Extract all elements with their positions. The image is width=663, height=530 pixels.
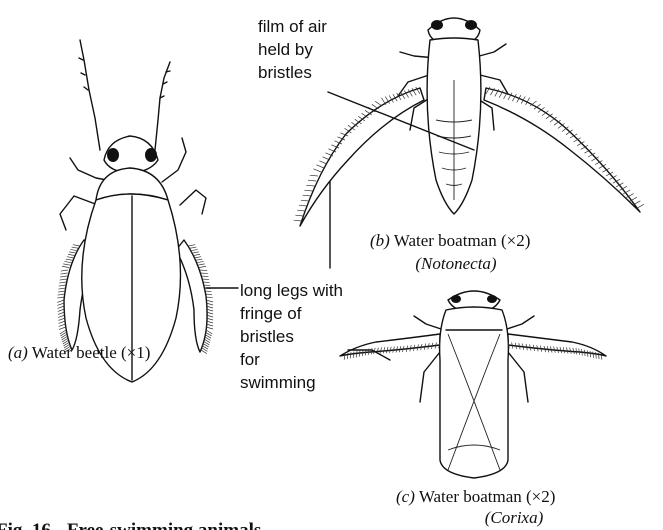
- air-film-annotation: film of air held by bristles: [258, 17, 327, 82]
- water-beetle-drawing: [60, 40, 207, 382]
- legs-line-4: for: [240, 350, 260, 369]
- legs-line-2: fringe of: [240, 304, 302, 323]
- figure-number: Fig. 16: [0, 520, 51, 530]
- air-film-line-2: held by: [258, 40, 313, 59]
- caption-b-letter: (b): [370, 231, 390, 250]
- caption-c-text: Water boatman (×2): [415, 487, 556, 506]
- caption-b-genus: (Notonecta): [415, 254, 497, 273]
- caption-a: (a) Water beetle (×1): [8, 343, 150, 362]
- legs-line-3: bristles: [240, 327, 294, 346]
- legs-annotation: long legs with fringe of bristles for sw…: [240, 281, 343, 392]
- caption-c: (c) Water boatman (×2): [396, 487, 555, 506]
- legs-line-5: swimming: [240, 373, 316, 392]
- caption-a-letter: (a): [8, 343, 28, 362]
- caption-c-letter: (c): [396, 487, 415, 506]
- notonecta-drawing: [300, 18, 640, 226]
- figure-title: Free-swimming animals: [67, 520, 261, 530]
- legs-line-1: long legs with: [240, 281, 343, 300]
- air-film-line-3: bristles: [258, 63, 312, 82]
- caption-b-text: Water boatman (×2): [390, 231, 531, 250]
- caption-b: (b) Water boatman (×2): [370, 231, 530, 250]
- corixa-drawing: [340, 291, 606, 478]
- caption-a-text: Water beetle (×1): [28, 343, 151, 362]
- figure-caption: Fig. 16 Free-swimming animals: [0, 520, 261, 530]
- caption-c-genus: (Corixa): [485, 508, 544, 527]
- air-film-line-1: film of air: [258, 17, 327, 36]
